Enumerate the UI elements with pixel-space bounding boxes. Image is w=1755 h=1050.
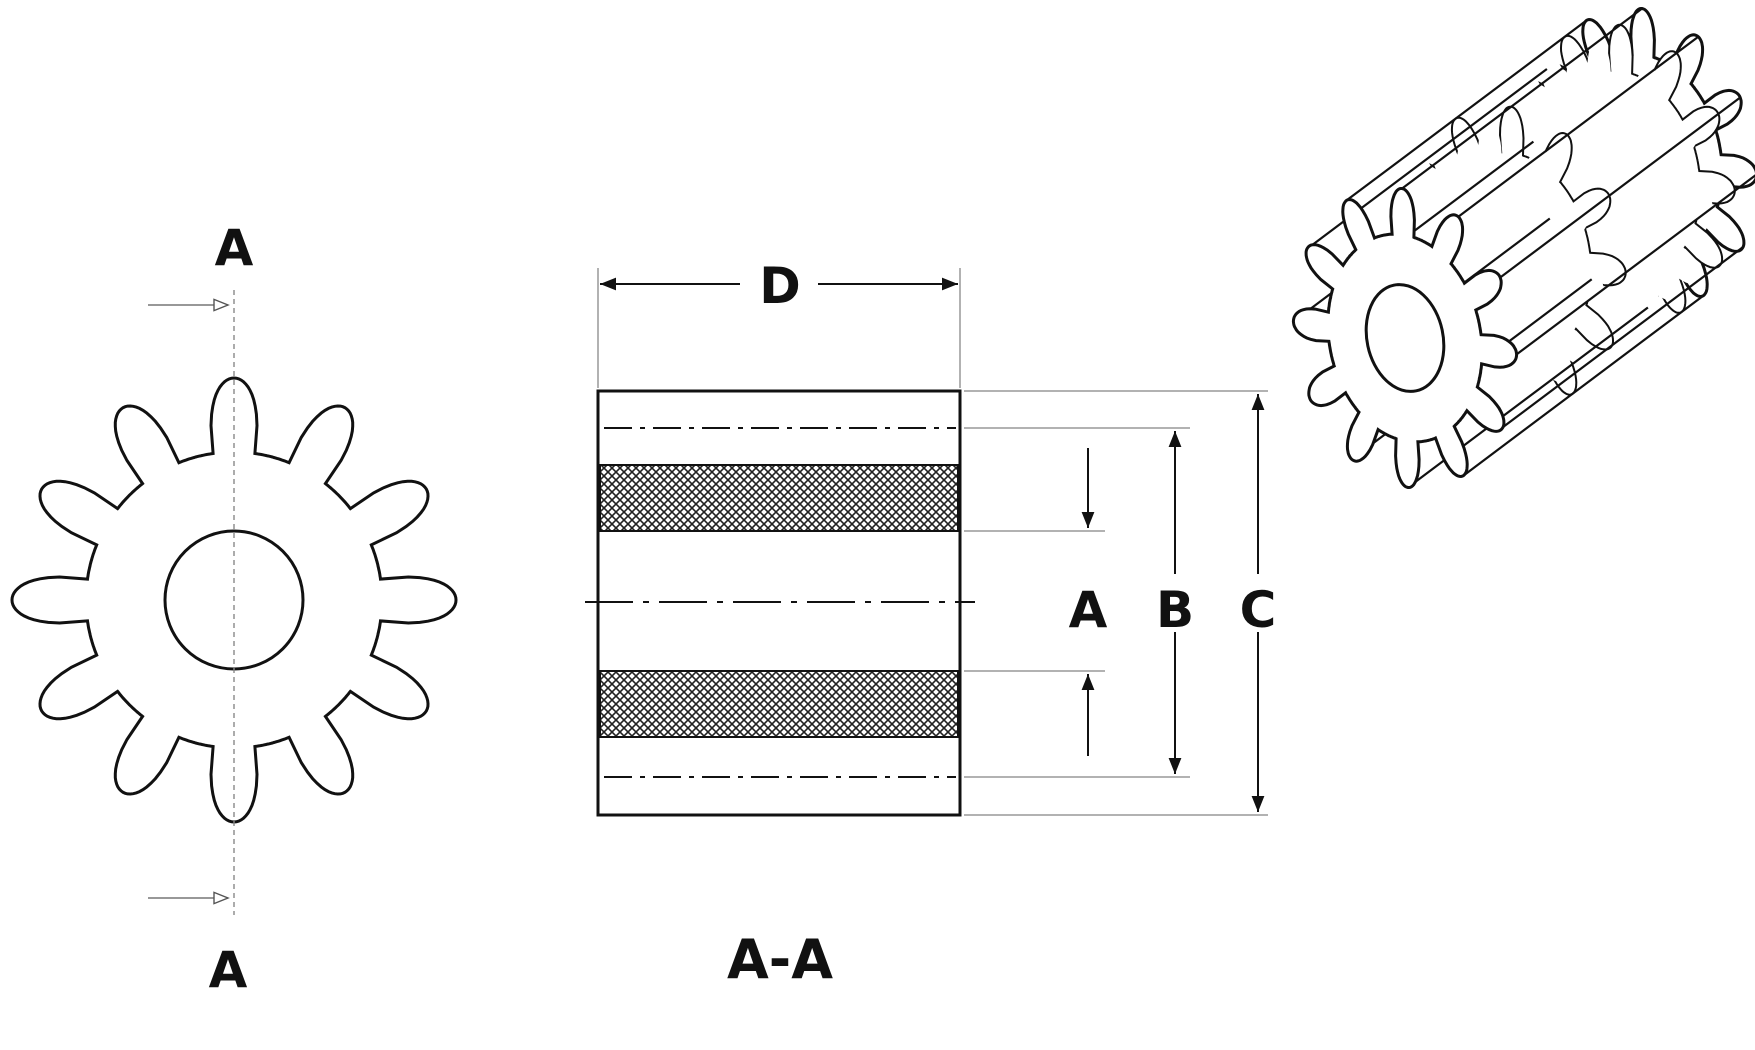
iso-tooth-ridge [1502,246,1744,428]
dim-b-label: B [1156,581,1194,639]
section-label-bottom: A [209,941,248,999]
isometric-gear [1291,7,1755,489]
section-view: D A B C A-A [585,257,1276,991]
hatch-band-bottom [599,670,959,738]
section-label-top: A [215,219,254,277]
iso-tooth-ridge [1457,35,1699,218]
iso-tooth-ridge [1515,174,1755,356]
hatch-band-top [599,464,959,532]
iso-tooth-ridge [1401,7,1643,190]
dim-a-label: A [1069,581,1108,639]
iso-tooth-ridge [1499,96,1741,279]
front-view: A A [10,219,458,999]
iso-bore [1364,283,1446,393]
dim-c-label: C [1240,581,1277,639]
section-title: A-A [727,928,833,991]
iso-tooth-ridge [1462,294,1704,477]
dim-d-label: D [759,257,801,315]
front-gear-outline [10,376,458,824]
iso-tooth-ridge [1346,19,1588,202]
